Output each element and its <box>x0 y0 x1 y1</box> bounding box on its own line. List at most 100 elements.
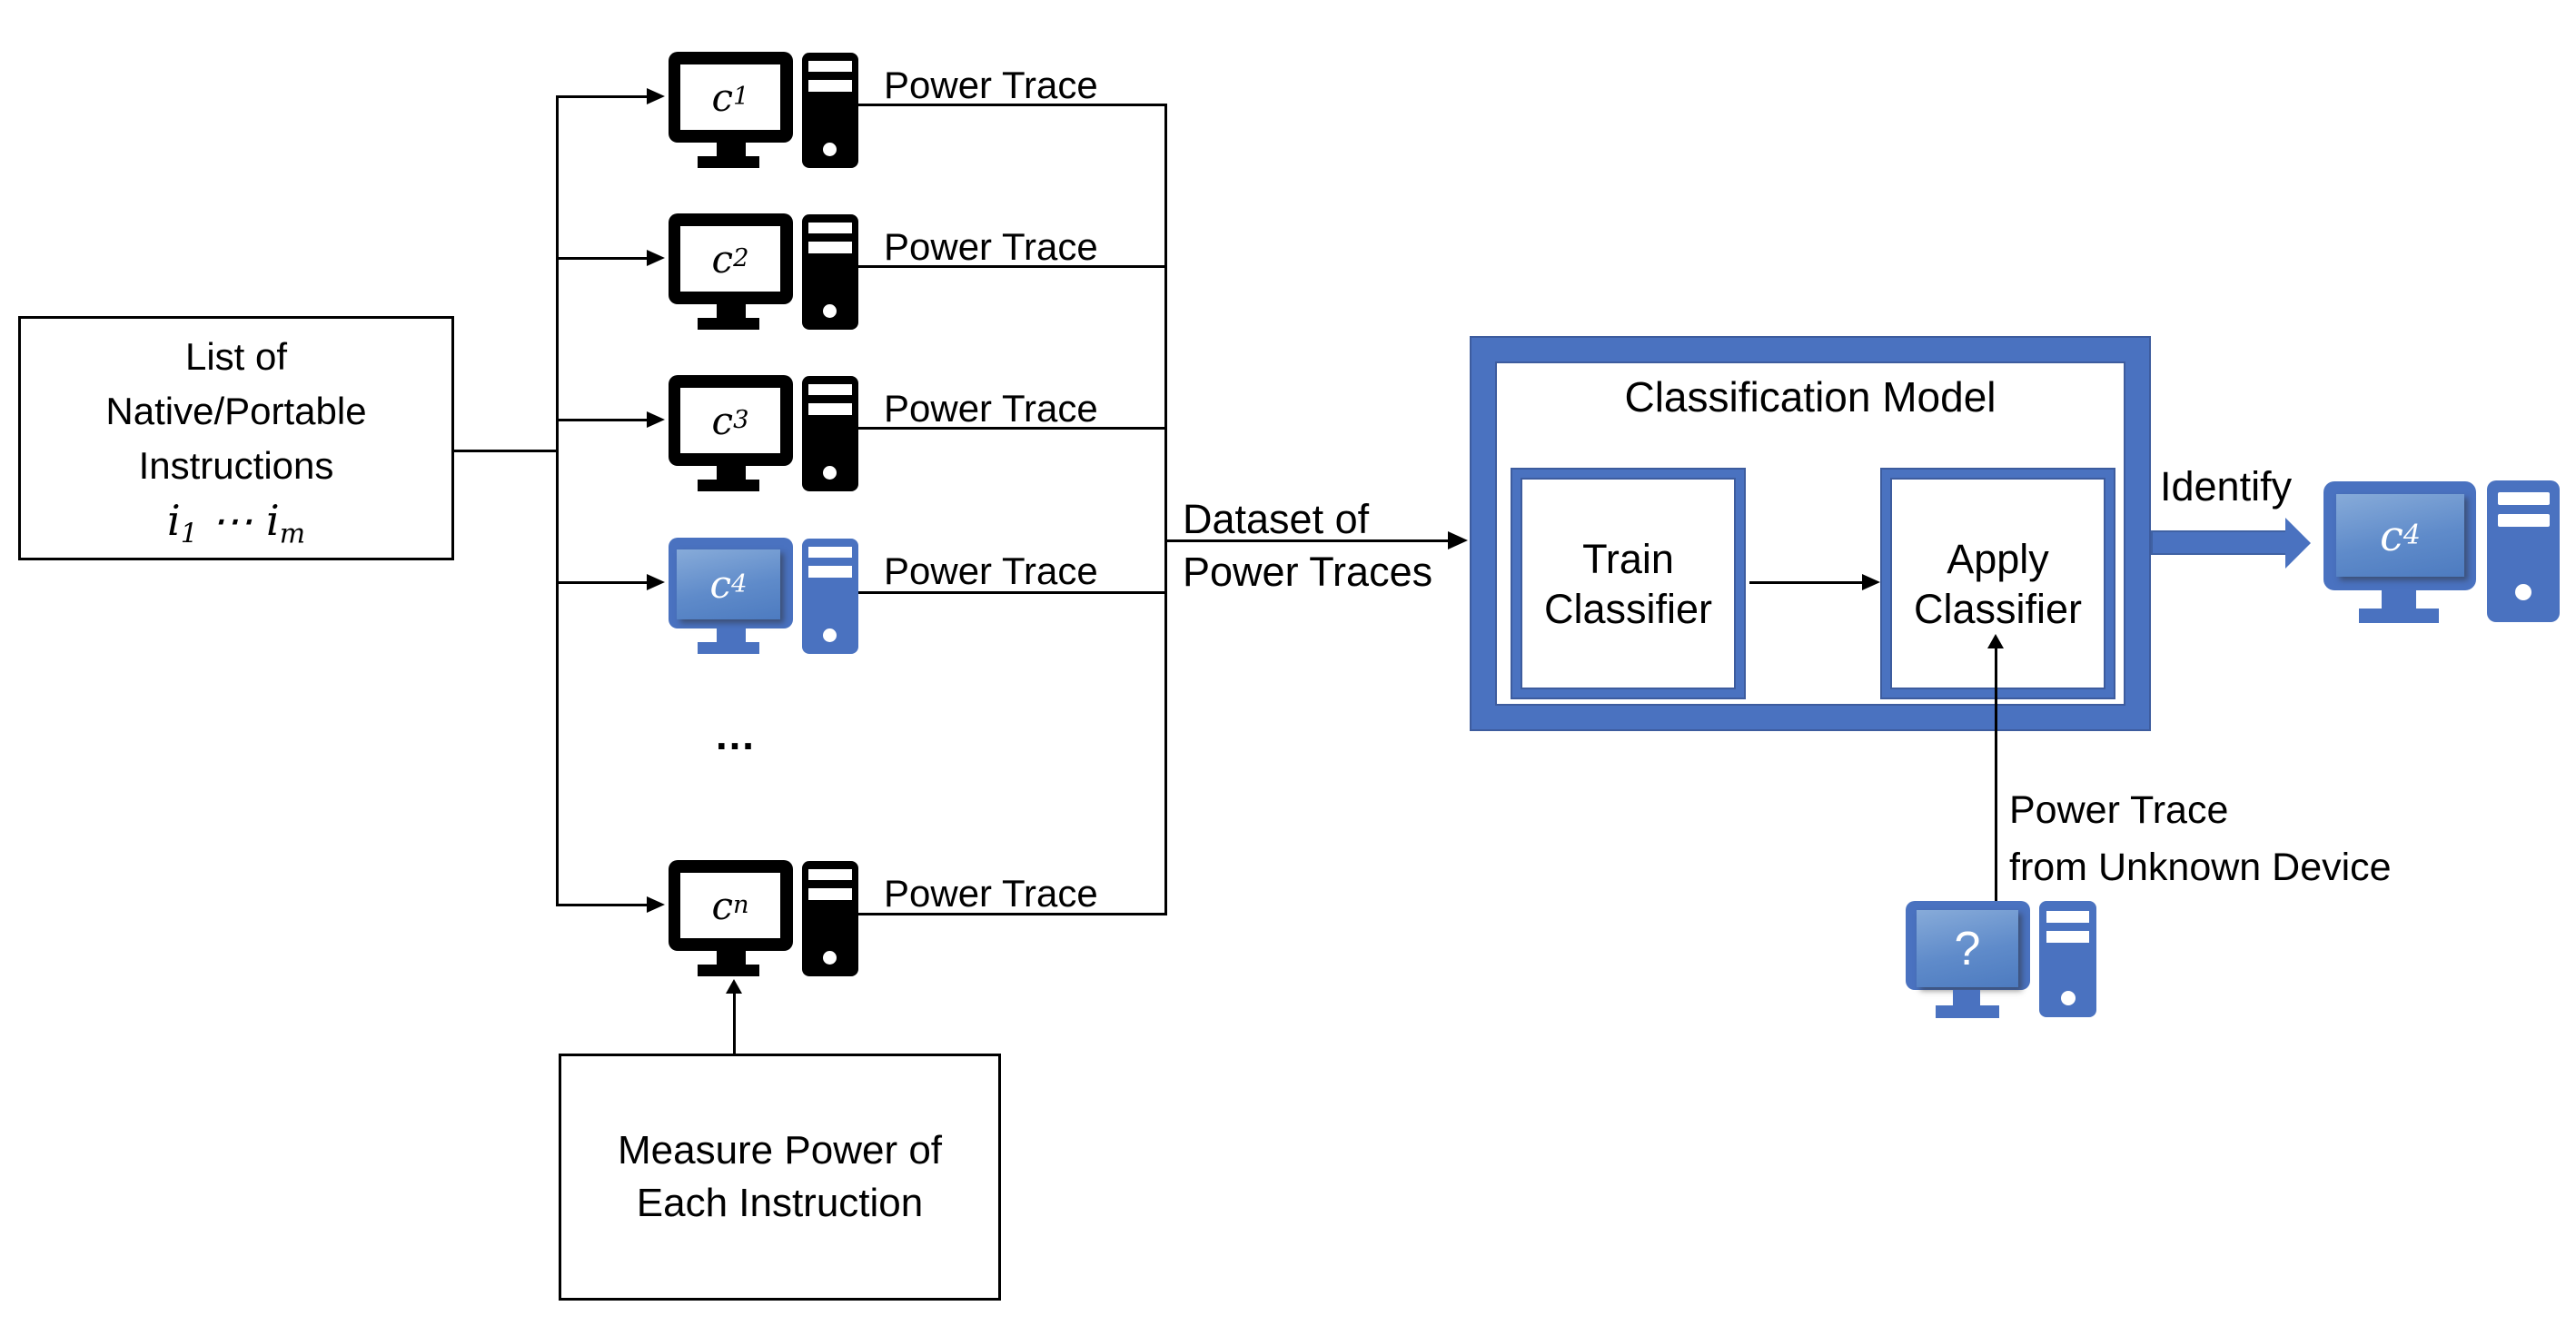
tower-power-dot-icon <box>823 466 837 480</box>
dataset-arrow-line <box>1164 539 1451 542</box>
power-trace-label-c2: Power Trace <box>884 225 1098 268</box>
tower-slot-icon <box>808 566 852 578</box>
power-trace-label-c3: Power Trace <box>884 387 1098 430</box>
monitor-base-icon <box>698 965 759 976</box>
measure-to-cn-arrowhead-icon <box>726 979 742 994</box>
branch-arrowhead-c4-icon <box>647 574 665 590</box>
tower-power-dot-icon <box>823 143 837 156</box>
branch-arrowhead-c1-icon <box>647 88 665 104</box>
trace-line-cn <box>858 913 1167 915</box>
branch-line-c3 <box>556 419 649 421</box>
tower-icon <box>802 53 858 168</box>
tower-slot-icon <box>808 242 852 253</box>
monitor-stand-icon <box>717 628 746 642</box>
train-to-apply-line <box>1749 581 1864 584</box>
measure-power-box: Measure Power of Each Instruction <box>559 1054 1001 1301</box>
identify-arrow-shaft <box>2151 530 2287 555</box>
dataset-arrowhead-icon <box>1448 531 1468 549</box>
power-trace-label-cn: Power Trace <box>884 872 1098 915</box>
tower-slot-icon <box>808 869 852 880</box>
train-classifier-box: Train Classifier <box>1511 468 1746 699</box>
instruction-list-line3: Instructions <box>138 443 334 487</box>
measure-power-line2: Each Instruction <box>636 1181 924 1225</box>
unknown-tower-slot-icon <box>2046 931 2089 943</box>
branch-arrowhead-cn-icon <box>647 896 665 913</box>
instruction-list-line2: Native/Portable <box>105 389 367 432</box>
tower-power-dot-icon <box>823 304 837 318</box>
identify-arrowhead-icon <box>2285 518 2311 569</box>
tower-slot-icon <box>808 223 852 233</box>
identified-monitor-base-icon <box>2359 609 2439 623</box>
identify-label: Identify <box>2160 463 2293 510</box>
trace-collector-line <box>1164 104 1167 915</box>
unknown-caption-line2: from Unknown Device <box>2009 846 2392 889</box>
branch-line-c4 <box>556 581 649 584</box>
trace-line-c3 <box>858 427 1167 430</box>
identified-tower-slot-icon <box>2498 514 2550 527</box>
tower-icon <box>802 861 858 976</box>
train-to-apply-arrowhead-icon <box>1862 574 1880 590</box>
monitor-stand-icon <box>717 466 746 480</box>
apply-classifier-line2: Classifier <box>1913 585 2083 632</box>
monitor-base-icon <box>698 480 759 491</box>
branch-line-c1 <box>556 95 649 98</box>
tower-slot-icon <box>808 403 852 415</box>
apply-classifier-line1: Apply <box>1947 535 2049 582</box>
list-to-fanout-line <box>454 450 558 452</box>
tower-icon <box>802 214 858 330</box>
apply-classifier-box: Apply Classifier <box>1880 468 2115 699</box>
tower-power-dot-icon <box>823 951 837 965</box>
identified-tower-power-dot-icon <box>2515 584 2531 600</box>
power-trace-label-c1: Power Trace <box>884 64 1098 106</box>
unknown-caption-line1: Power Trace <box>2009 788 2229 832</box>
dataset-label-line1: Dataset of <box>1183 496 1370 542</box>
monitor-base-icon <box>698 642 759 654</box>
tower-slot-icon <box>808 547 852 558</box>
branch-line-c2 <box>556 257 649 260</box>
train-classifier-line1: Train <box>1582 535 1674 582</box>
measure-to-cn-line <box>733 992 736 1054</box>
identified-monitor-stand-icon <box>2382 590 2416 609</box>
branch-arrowhead-c2-icon <box>647 250 665 266</box>
monitor-base-icon <box>698 156 759 168</box>
fanout-vertical-line <box>556 95 559 906</box>
instruction-list-line1: List of <box>184 334 288 378</box>
measure-power-line1: Measure Power of <box>617 1128 943 1173</box>
branch-line-cn <box>556 904 649 906</box>
tower-slot-icon <box>808 888 852 900</box>
tower-icon <box>802 376 858 491</box>
monitor-stand-icon <box>717 951 746 965</box>
branch-arrowhead-c3-icon <box>647 411 665 428</box>
monitor-stand-icon <box>717 304 746 318</box>
tower-icon <box>802 539 858 654</box>
unknown-to-apply-line <box>1995 647 1997 901</box>
identified-tower-slot-icon <box>2498 492 2550 505</box>
train-classifier-line2: Classifier <box>1543 585 1713 632</box>
instruction-range-math: i1 ⋯ im <box>166 495 306 549</box>
unknown-monitor-base-icon <box>1936 1005 1999 1018</box>
machines-ellipsis: … <box>714 711 758 758</box>
tower-slot-icon <box>808 80 852 92</box>
tower-slot-icon <box>808 61 852 72</box>
power-trace-label-c4: Power Trace <box>884 549 1098 592</box>
unknown-monitor-stand-icon <box>1953 990 1980 1005</box>
monitor-base-icon <box>698 318 759 330</box>
unknown-monitor-screen: ? <box>1917 910 2018 987</box>
classification-model-title: Classification Model <box>1624 373 1996 421</box>
trace-line-c1 <box>858 104 1167 106</box>
unknown-tower-slot-icon <box>2046 911 2089 923</box>
tower-slot-icon <box>808 384 852 395</box>
instruction-list-box: List of Native/Portable Instructions i1 … <box>18 316 454 560</box>
unknown-tower-power-dot-icon <box>2061 991 2076 1005</box>
